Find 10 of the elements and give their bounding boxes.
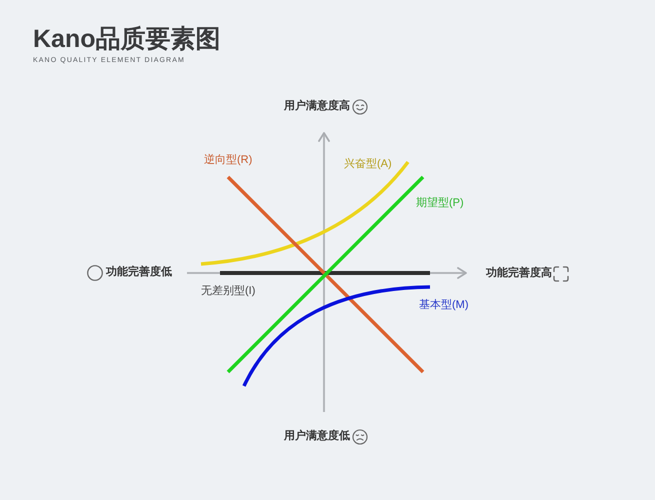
- axis-label: 用户满意度高: [284, 101, 350, 112]
- axis-label: 用户满意度低: [284, 431, 350, 442]
- curve-label: 逆向型(R): [204, 155, 252, 166]
- curve-label: 无差别型(I): [201, 286, 256, 297]
- curve-label: 基本型(M): [419, 300, 468, 311]
- title: Kano品质要素图: [33, 27, 220, 52]
- curve-label: 期望型(P): [416, 198, 464, 209]
- curve-label: 兴奋型(A): [344, 159, 392, 170]
- axis-label: 功能完善度低: [106, 267, 172, 278]
- axis-label: 功能完善度高: [486, 268, 552, 279]
